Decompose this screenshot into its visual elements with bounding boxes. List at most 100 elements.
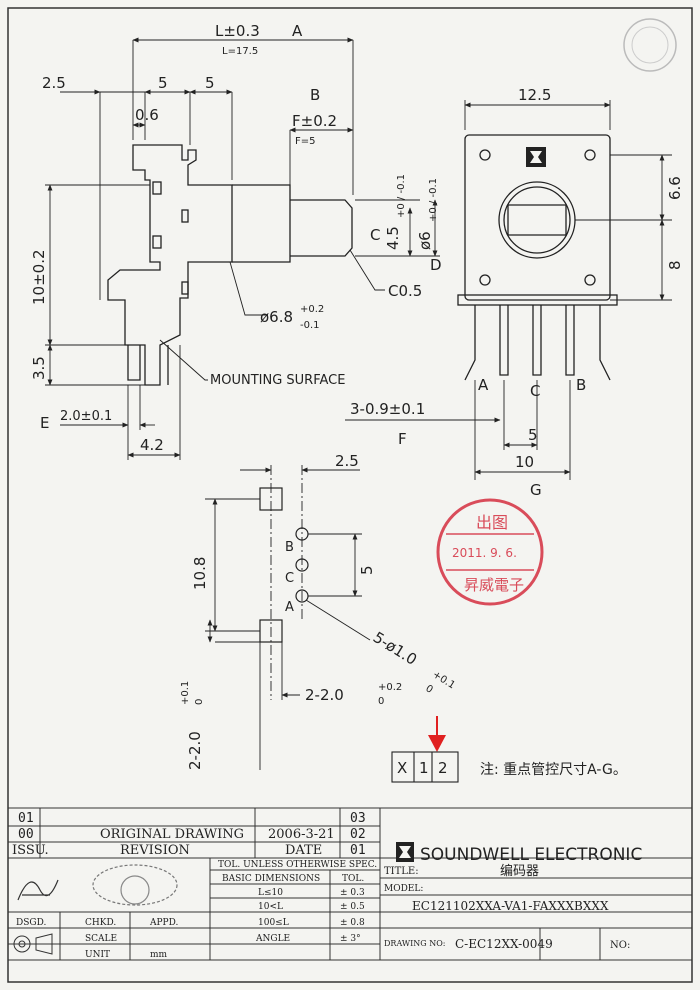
fp-dim-2-2-0: 2-2.0 xyxy=(305,686,344,704)
fp-dim-2-2-0-v-tol-up: +0.1 xyxy=(180,681,191,705)
dim-5-a: 5 xyxy=(158,74,168,92)
front-view-dimensions xyxy=(345,100,672,480)
projection-symbol-icon xyxy=(13,933,53,955)
pin-label-a: A xyxy=(478,376,489,394)
page-border xyxy=(7,7,693,983)
title-value: 编码器 xyxy=(500,864,539,879)
dim-phi6: ø6 xyxy=(416,231,434,250)
header-issu: ISSU. xyxy=(12,843,49,858)
critical-dim-letter-f: F xyxy=(398,430,407,448)
tol-title: TOL. UNLESS OTHERWISE SPEC. xyxy=(218,860,377,870)
scale-box-1: 1 xyxy=(419,759,429,777)
critical-dim-letter-c: C xyxy=(370,226,380,244)
fp-pin-c: C xyxy=(285,571,294,586)
side-view xyxy=(107,144,353,386)
dim-length: L±0.3 xyxy=(215,22,260,40)
header-revision: REVISION xyxy=(120,843,190,858)
dim-pin-span: 10 xyxy=(515,453,534,471)
rev-row-2-date: 2006-3-21 xyxy=(268,827,335,842)
fp-dim-2-2-0-tol-dn: 0 xyxy=(378,696,384,707)
dim-5-b: 5 xyxy=(205,74,215,92)
tol-row-1-tol: ± 0.3 xyxy=(340,888,365,898)
stamp-date: 2011. 9. 6. xyxy=(452,546,517,560)
date-stamp: 出图 2011. 9. 6. 昇威電子 xyxy=(436,498,544,606)
scale-box-x: X xyxy=(397,759,407,777)
pin-label-b: B xyxy=(576,376,586,394)
unit-label: UNIT xyxy=(85,950,110,960)
fp-dim-10-8: 10.8 xyxy=(191,557,209,590)
model-value: EC121102XXA-VA1-FAXXXBXXX xyxy=(412,899,609,913)
red-arrow-icon xyxy=(428,716,446,752)
tol-row-4-tol: ± 3° xyxy=(340,934,361,944)
rev-row-1-issue: 01 xyxy=(18,811,34,826)
dim-pin-width: 3-0.9±0.1 xyxy=(350,400,425,418)
critical-dim-letter-g: G xyxy=(530,481,542,499)
tol-col-tol: TOL. xyxy=(342,874,364,884)
header-date: DATE xyxy=(285,843,322,858)
model-label: MODEL: xyxy=(384,884,423,894)
dsgd-label: DSGD. xyxy=(16,918,46,928)
dim-4-5-tol: +0 / -0.1 xyxy=(396,174,407,218)
fp-pin-b: B xyxy=(285,540,294,555)
dim-f: F±0.2 xyxy=(292,112,337,130)
no-label: NO: xyxy=(610,940,630,951)
critical-dim-letter-b: B xyxy=(310,86,320,104)
dim-2-0: 2.0±0.1 xyxy=(60,409,112,424)
fp-dim-2-2-0-v-tol-dn: 0 xyxy=(194,699,205,705)
critical-dim-letter-e: E xyxy=(40,414,49,432)
header-no: 01 xyxy=(350,843,366,858)
company-logo-icon xyxy=(396,842,414,862)
signature-graphic xyxy=(17,864,178,906)
fp-dim-5: 5 xyxy=(358,565,376,575)
tol-row-3-tol: ± 0.8 xyxy=(340,918,365,928)
fp-pin-a: A xyxy=(285,600,294,615)
critical-dim-letter-d: D xyxy=(430,256,442,274)
rev-row-2-desc: ORIGINAL DRAWING xyxy=(100,827,244,842)
fp-dim-2-2-0-tol-up: +0.2 xyxy=(378,682,402,693)
dim-8: 8 xyxy=(666,260,684,270)
drawing-no-value: C-EC12XX-0049 xyxy=(455,937,553,951)
unit-value: mm xyxy=(150,950,168,960)
tol-row-2-tol: ± 0.5 xyxy=(340,902,365,912)
chkd-label: CHKD. xyxy=(85,918,116,928)
critical-dim-letter-a: A xyxy=(292,22,303,40)
fp-holes: 5-ø1.0 xyxy=(370,628,420,669)
appd-label: APPD. xyxy=(149,918,179,928)
fp-dim-2-2-0-v: 2-2.0 xyxy=(186,731,204,770)
title-block xyxy=(7,807,693,961)
critical-dims-note: 注: 重点管控尺寸A-G。 xyxy=(480,762,627,778)
dim-pin-pitch: 5 xyxy=(528,426,538,444)
pcb-footprint xyxy=(259,487,309,643)
dim-2-5: 2.5 xyxy=(42,74,66,92)
tol-row-4-dim: ANGLE xyxy=(255,934,290,944)
pin-label-c: C xyxy=(530,382,540,400)
footprint-dimensions xyxy=(205,465,371,770)
dim-phi6-8-tol-dn: -0.1 xyxy=(300,320,320,331)
fp-holes-tol-up: +0.1 xyxy=(430,669,456,691)
scale-box-2: 2 xyxy=(438,759,448,777)
dim-phi6-8: ø6.8 xyxy=(260,308,293,326)
fp-holes-tol-dn: 0 xyxy=(423,683,434,696)
rev-row-1-no: 03 xyxy=(350,811,366,826)
dim-0-6: 0.6 xyxy=(135,106,159,124)
tol-row-1-dim: L≤10 xyxy=(258,888,283,898)
stamp-bottom-text: 昇威電子 xyxy=(464,576,524,594)
rev-row-2-issue: 00 xyxy=(18,827,34,842)
tol-row-2-dim: 10<L xyxy=(258,902,283,912)
dim-4-2: 4.2 xyxy=(140,436,164,454)
company-name: SOUNDWELL ELECTRONIC xyxy=(420,845,642,865)
fp-dim-2-5: 2.5 xyxy=(335,452,359,470)
scale-box xyxy=(391,751,459,783)
front-logo xyxy=(526,147,546,167)
dim-4-5: 4.5 xyxy=(384,226,402,250)
drawing-no-label: DRAWING NO: xyxy=(384,939,445,948)
dim-10: 10±0.2 xyxy=(30,249,48,305)
tol-col-basic: BASIC DIMENSIONS xyxy=(222,874,320,884)
dim-c0-5: C0.5 xyxy=(388,282,422,300)
front-view xyxy=(457,134,618,381)
stamp-top-text: 出图 xyxy=(476,513,508,532)
tol-row-3-dim: 100≤L xyxy=(258,918,289,928)
dim-3-5: 3.5 xyxy=(30,356,48,380)
top-right-seal xyxy=(623,18,677,72)
